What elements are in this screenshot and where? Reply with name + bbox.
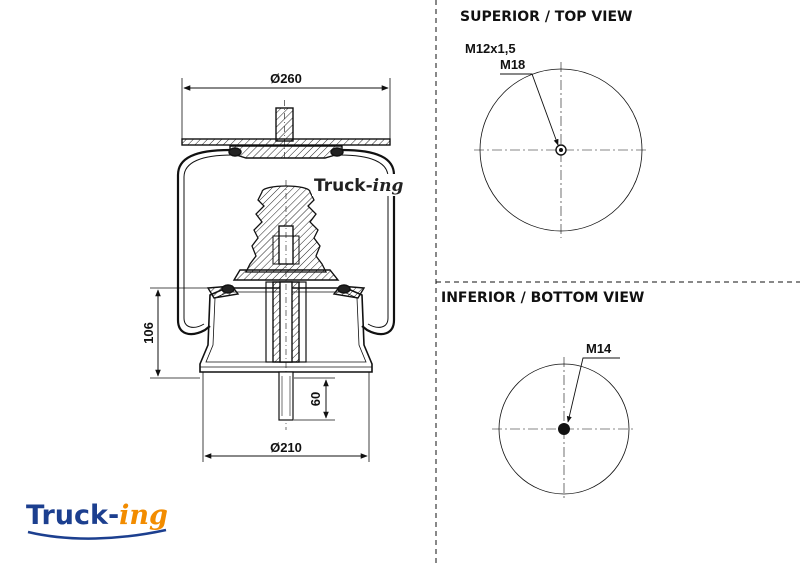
side-view-watermark: Truck-ing (312, 174, 403, 196)
top-view (474, 62, 648, 238)
stud-label: M14 (586, 341, 612, 356)
top-view-title: SUPERIOR / TOP VIEW (460, 9, 632, 25)
height-dimension (150, 287, 210, 379)
top-stud (275, 107, 294, 142)
height-label: 106 (141, 322, 156, 344)
brand-logo: Truck-ing (26, 500, 168, 540)
bottom-view (492, 357, 636, 500)
rubber-bellow (176, 148, 396, 336)
thread-label: M12x1,5 (465, 41, 516, 56)
stud-length-dimension (294, 377, 335, 421)
logo-swoosh (27, 528, 167, 540)
fitting-label: M18 (500, 57, 525, 72)
bottom-diameter-label: Ø210 (270, 440, 302, 455)
top-diameter-label: Ø260 (270, 71, 302, 86)
svg-text:Truck-ing: Truck-ing (26, 500, 168, 531)
side-view (150, 78, 396, 462)
bottom-stud (278, 371, 294, 421)
bottom-stud-icon (558, 423, 570, 435)
top-diameter-dimension (181, 78, 391, 140)
svg-text:Truck-ing: Truck-ing (314, 176, 403, 196)
stud-length-label: 60 (308, 392, 323, 406)
top-crimp-ring (229, 145, 343, 159)
bottom-diameter-dimension (202, 372, 370, 462)
bottom-view-title: INFERIOR / BOTTOM VIEW (441, 290, 644, 306)
